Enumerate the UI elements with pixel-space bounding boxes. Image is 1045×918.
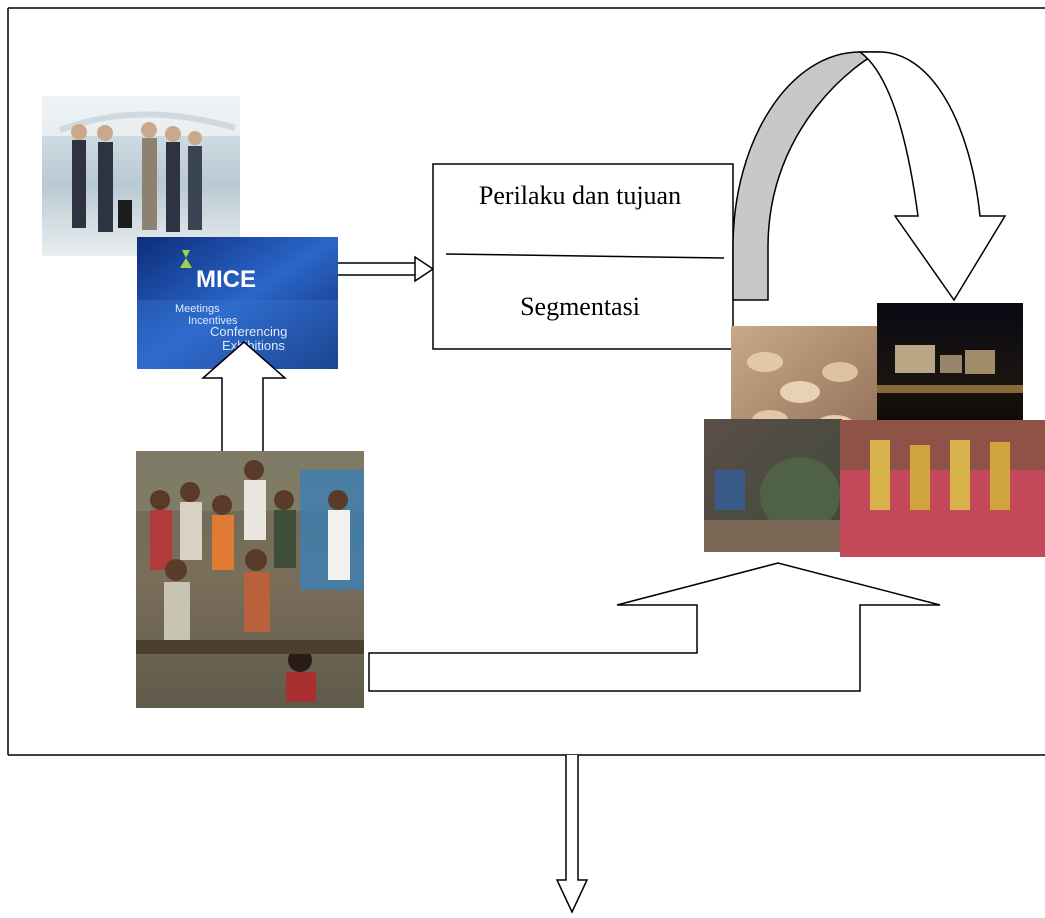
arrow-down-output	[555, 755, 589, 914]
mice-logo-line: Incentives	[188, 315, 238, 327]
arrow-community-to-mice	[201, 341, 287, 451]
mice-logo-title: MICE	[196, 266, 256, 293]
business-travel-photo	[42, 96, 240, 256]
arrow-community-to-destinations	[368, 562, 941, 692]
box-label-segmentation: Segmentasi	[520, 292, 640, 321]
mice-logo-line: Meetings	[175, 303, 220, 315]
arrow-mice-to-box	[338, 255, 435, 283]
leaf-icon	[180, 250, 192, 268]
community-group-photo	[136, 451, 364, 708]
curved-arrow	[732, 51, 1007, 302]
box-label-behaviour: Perilaku dan tujuan	[479, 181, 681, 210]
main-frame	[7, 7, 1045, 756]
night-city-photo	[877, 303, 1023, 429]
dancers-photo	[840, 420, 1045, 557]
craft-photo	[704, 419, 842, 552]
mice-logo-line: Conferencing	[210, 324, 287, 339]
segmentation-box: Perilaku dan tujuan Segmentasi	[432, 163, 734, 350]
